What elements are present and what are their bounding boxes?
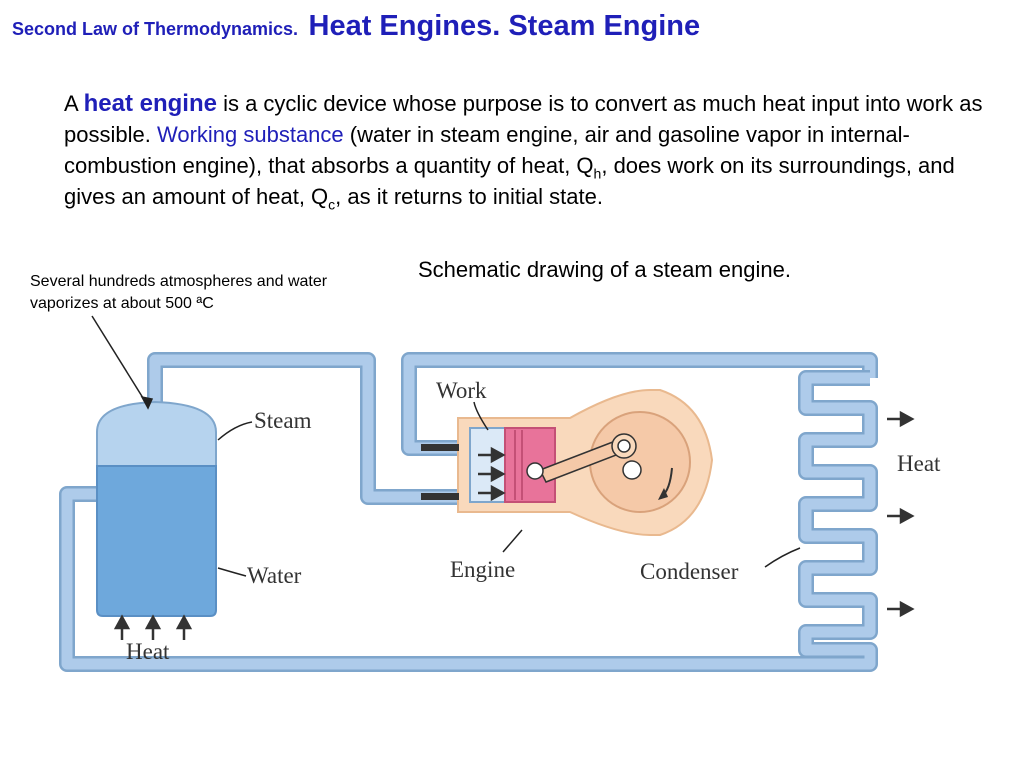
boiler-steam [96,400,217,467]
title-small: Second Law of Thermodynamics. [12,19,299,39]
valve-upper [421,444,459,451]
label-steam: Steam [254,408,312,433]
title-big: Heat Engines. Steam Engine [308,10,701,42]
para-text-4: , as it returns to initial state. [335,184,603,209]
valve-lower [421,493,459,500]
slide-title: Second Law of Thermodynamics. Heat Engin… [12,10,700,43]
keyword-heat-engine: heat engine [83,90,217,117]
boiler-water [96,465,217,617]
diagram-caption: Schematic drawing of a steam engine. [418,257,791,282]
definition-paragraph: A heat engine is a cyclic device whose p… [64,88,994,212]
heat-output-arrows [887,410,915,618]
para-lead: A [64,91,78,116]
para-text-3: , does work on its surroundings, and giv… [64,153,955,209]
label-heat-input: Heat [126,639,170,664]
boiler [96,400,217,617]
steam-flow-arrows [478,446,506,502]
para-text-1: is a cyclic device whose purpose is to c… [64,91,983,147]
label-heat-output: Heat [897,451,941,476]
label-condenser: Condenser [640,559,739,584]
pipe-loop [59,352,878,672]
boiler-to-engine-pipe-fill [149,354,470,503]
boiler-note: Several hundreds atmospheres and water v… [30,273,328,312]
flywheel [589,411,691,513]
term-working-substance: Working substance [156,122,344,147]
label-work: Work [436,378,487,403]
condenser-coil-fill [61,372,876,670]
label-engine: Engine [450,557,515,582]
engine [421,389,714,536]
heat-input-arrows [113,614,193,640]
piston [504,427,556,503]
piston-pin [526,462,544,480]
label-water: Water [247,563,302,588]
para-text-2: (water in steam engine, air and gasoline… [64,122,910,178]
subscript-h: h [593,165,602,182]
leader-lines [91,315,801,577]
subscript-c: c [328,196,336,213]
